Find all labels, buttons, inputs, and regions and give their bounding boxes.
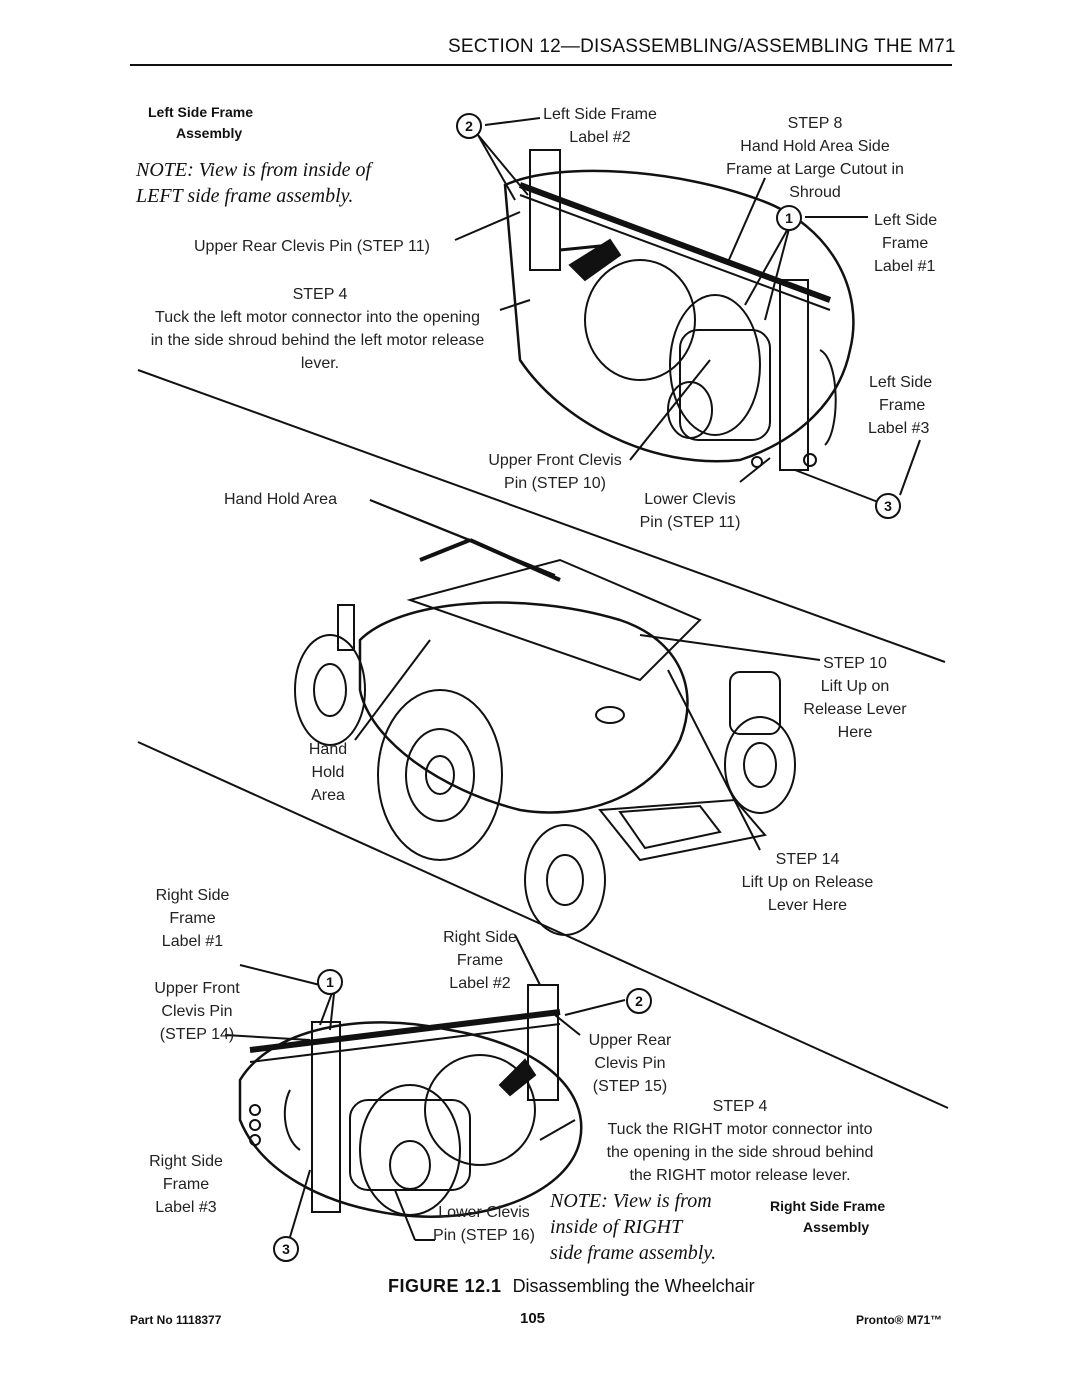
- callout-1-left: 1: [776, 205, 802, 231]
- right-upper-rear-2: Clevis Pin: [594, 1055, 666, 1072]
- left-upper-front-clevis-2: Pin (STEP 10): [504, 475, 606, 492]
- right-upper-front-3: (STEP 14): [159, 1026, 235, 1043]
- left-label3-line-1: Left Side: [869, 374, 933, 391]
- left-note-line-1: NOTE: View is from inside of: [136, 159, 371, 181]
- step8-line-2: Hand Hold Area Side: [740, 138, 890, 155]
- right-lower-clevis-1: Lower Clevis: [438, 1204, 530, 1221]
- right-upper-front-1: Upper Front: [154, 980, 240, 997]
- left-lower-clevis-1: Lower Clevis: [644, 491, 736, 508]
- left-upper-rear-clevis-label: Upper Rear Clevis Pin (STEP 11): [194, 238, 430, 255]
- right-assembly-heading-2: Assembly: [803, 1219, 870, 1235]
- callout-2-left: 2: [456, 113, 482, 139]
- callout-1-right: 1: [317, 969, 343, 995]
- right-assembly-heading-1: Right Side Frame: [770, 1198, 886, 1214]
- left-label1-line-2: Frame: [882, 235, 929, 252]
- footer-part-number: Part No 1118377: [130, 1313, 222, 1327]
- figure-number: FIGURE 12.1: [388, 1276, 502, 1296]
- right-note-line-1: NOTE: View is from: [550, 1190, 712, 1212]
- left-assembly-heading-1: Left Side Frame: [148, 104, 254, 120]
- callout-2-right: 2: [626, 988, 652, 1014]
- header-rule: [130, 64, 952, 66]
- right-label1-line-2: Frame: [169, 910, 216, 927]
- right-step4-title: STEP 4: [712, 1098, 768, 1115]
- left-step4-line-1: Tuck the left motor connector into the o…: [155, 309, 480, 326]
- left-assembly-heading-2: Assembly: [176, 125, 243, 141]
- step10-line-3: Release Lever: [803, 701, 907, 718]
- left-label1-line-1: Left Side: [874, 212, 938, 229]
- left-label1-line-3: Label #1: [874, 258, 936, 275]
- right-label3-line-2: Frame: [162, 1176, 210, 1193]
- right-upper-rear-1: Upper Rear: [588, 1032, 672, 1049]
- right-label2-line-3: Label #2: [449, 975, 511, 992]
- left-step4-line-3: lever.: [300, 355, 340, 372]
- right-label3-line-1: Right Side: [149, 1153, 223, 1170]
- right-label2-line-2: Frame: [456, 952, 504, 969]
- right-step4-line-3: the RIGHT motor release lever.: [629, 1167, 851, 1184]
- left-step4-title: STEP 4: [292, 286, 348, 303]
- right-note-line-2: inside of RIGHT: [550, 1216, 683, 1238]
- callout-3-right: 3: [273, 1236, 299, 1262]
- right-label3-line-3: Label #3: [155, 1199, 217, 1216]
- left-label2-line-2: Label #2: [569, 129, 631, 146]
- footer-page-number: 105: [520, 1310, 546, 1327]
- callout-3-left: 3: [875, 493, 901, 519]
- left-step4-line-2: in the side shroud behind the left motor…: [150, 332, 485, 349]
- hand-hold-area-label: Hand Hold Area: [224, 491, 337, 508]
- left-label3-line-2: Frame: [879, 397, 926, 414]
- right-label1-line-3: Label #1: [161, 933, 224, 950]
- right-lower-clevis-2: Pin (STEP 16): [433, 1227, 535, 1244]
- left-note-line-2: LEFT side frame assembly.: [136, 185, 354, 207]
- left-lower-clevis-2: Pin (STEP 11): [639, 514, 741, 531]
- step10-line-1: STEP 10: [823, 655, 887, 672]
- left-label2-line-1: Left Side Frame: [543, 106, 657, 123]
- figure-caption: FIGURE 12.1 Disassembling the Wheelchair: [388, 1276, 755, 1297]
- step8-line-4: Shroud: [789, 184, 841, 201]
- left-upper-front-clevis-1: Upper Front Clevis: [488, 452, 622, 469]
- step14-line-2: Lift Up on Release: [741, 874, 874, 891]
- left-label3-line-3: Label #3: [868, 420, 930, 437]
- footer-product-name: Pronto® M71™: [856, 1313, 943, 1327]
- right-upper-rear-3: (STEP 15): [592, 1078, 668, 1095]
- right-note-line-3: side frame assembly.: [550, 1242, 717, 1264]
- right-step4-line-1: Tuck the RIGHT motor connector into: [607, 1121, 873, 1138]
- hand-hold-line-1: Hand: [308, 741, 348, 758]
- step10-line-4: Here: [837, 724, 873, 741]
- hand-hold-line-3: Area: [311, 787, 345, 804]
- right-label2-line-1: Right Side: [443, 929, 517, 946]
- step10-line-2: Lift Up on: [820, 678, 890, 695]
- right-label1-line-1: Right Side: [155, 887, 230, 904]
- right-upper-front-2: Clevis Pin: [161, 1003, 233, 1020]
- right-step4-line-2: the opening in the side shroud behind: [606, 1144, 874, 1161]
- hand-hold-line-2: Hold: [311, 764, 345, 781]
- step8-line-1: STEP 8: [787, 115, 843, 132]
- step14-line-3: Lever Here: [767, 897, 848, 914]
- step8-line-3: Frame at Large Cutout in: [726, 161, 904, 178]
- section-title: SECTION 12—DISASSEMBLING/ASSEMBLING THE …: [448, 36, 956, 57]
- figure-caption-text: Disassembling the Wheelchair: [512, 1276, 755, 1296]
- step14-line-1: STEP 14: [775, 851, 840, 868]
